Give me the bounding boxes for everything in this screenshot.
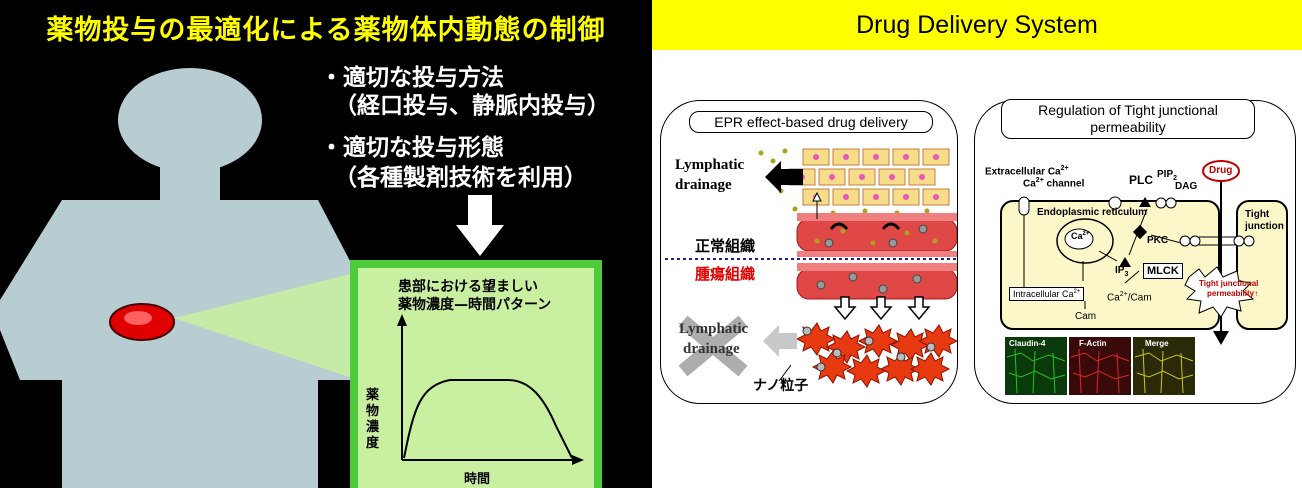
dag-label: DAG <box>1175 181 1198 192</box>
mlck-label: MLCK <box>1143 263 1183 279</box>
concentration-graph: 患部における望ましい 薬物濃度—時間パターン 薬物濃度 時間 <box>350 260 602 488</box>
pkc-label: PKC <box>1147 235 1169 246</box>
down-arrow <box>456 195 504 256</box>
graph-y-label: 薬物濃度 <box>366 388 380 451</box>
nanoparticle-label: ナノ粒子 <box>753 378 809 394</box>
drug-label: Drug <box>1209 165 1233 176</box>
channel-icon <box>1018 196 1030 216</box>
bullet-2-line-2: （各種製剤技術を利用） <box>334 165 587 191</box>
tight-junction-panel: Regulation of Tight junctional permeabil… <box>974 99 1296 404</box>
normal-vessel <box>796 218 957 252</box>
micro-label-claudin: Claudin-4 <box>1009 339 1046 348</box>
extracellular-label: Extracellular Ca2+ <box>985 165 1069 178</box>
zoom-beam <box>174 272 358 380</box>
tumor-cells <box>795 322 957 388</box>
bullet-1-line-2: （経口投与、静脈内投与） <box>334 93 610 119</box>
torso <box>0 200 360 488</box>
bullet-1-line-1: ・適切な投与方法 <box>320 65 504 91</box>
micro-label-actin: F-Actin <box>1079 339 1107 348</box>
tight-junction-label-2: junction <box>1245 221 1284 232</box>
graph-title-line-1: 患部における望ましい <box>398 279 538 295</box>
right-title: Drug Delivery System <box>652 0 1302 50</box>
cell-body <box>1000 200 1220 330</box>
tj-title-line-2: permeability <box>1090 119 1166 135</box>
block-x-icon <box>678 315 748 377</box>
bullet-2-line-1: ・適切な投与形態 <box>320 135 504 161</box>
channel-label: Ca2+ channel <box>1023 177 1085 190</box>
tj-title: Regulation of Tight junctional permeabil… <box>1001 99 1255 139</box>
concentration-curve <box>403 379 573 459</box>
tj-illustration <box>1000 160 1288 395</box>
er-label: Endoplasmic reticulum <box>1037 207 1148 218</box>
tumor-tissue-label: 腫瘍組織 <box>695 265 756 283</box>
epr-illustration <box>665 148 957 388</box>
graph-x-label: 時間 <box>464 472 491 487</box>
intracellular-label: Intracellular Ca2+ <box>1009 287 1085 301</box>
tight-junction-label-1: Tight <box>1245 209 1270 220</box>
drug-oval <box>1202 160 1240 182</box>
micro-label-merge: Merge <box>1145 339 1169 348</box>
left-panel: 薬物投与の最適化による薬物体内動態の制御 ・適切な投与方法 （経口投与、静脈内投… <box>0 0 652 488</box>
tj-permeability-label-2: permeability↑ <box>1207 289 1259 298</box>
epr-title: EPR effect-based drug delivery <box>689 111 933 133</box>
normal-tissue-label: 正常組織 <box>695 237 756 255</box>
graph-title-line-2: 薬物濃度—時間パターン <box>398 297 552 313</box>
human-silhouette <box>0 68 504 488</box>
er-ca-label: Ca2+ <box>1071 231 1090 241</box>
blocked-drainage-arrow <box>763 325 797 357</box>
lymphatic-bottom-1: Lymphatic <box>679 321 749 337</box>
plc-label: PLC <box>1129 173 1153 187</box>
pip-label: PIP2 <box>1157 169 1178 182</box>
neck <box>160 160 220 200</box>
burst-shape <box>1184 266 1255 318</box>
right-panel: Drug Delivery System <box>652 0 1302 488</box>
epr-panel: EPR effect-based drug delivery Lymphatic… <box>660 100 958 404</box>
ip3-label: IP3 <box>1115 265 1129 278</box>
lymphatic-bottom-2: drainage <box>683 341 740 357</box>
head <box>118 68 262 172</box>
lymphatic-top-1: Lymphatic <box>675 157 745 173</box>
tj-title-line-1: Regulation of Tight junctional <box>1038 102 1218 118</box>
lymphatic-top-2: drainage <box>675 177 732 193</box>
drainage-arrow <box>765 161 803 193</box>
ca-cam-label: Ca2+/Cam <box>1107 291 1152 304</box>
cam-label: Cam <box>1075 311 1097 322</box>
tj-permeability-label-1: Tight junctional <box>1199 279 1259 288</box>
left-title: 薬物投与の最適化による薬物体内動態の制御 <box>46 15 606 46</box>
